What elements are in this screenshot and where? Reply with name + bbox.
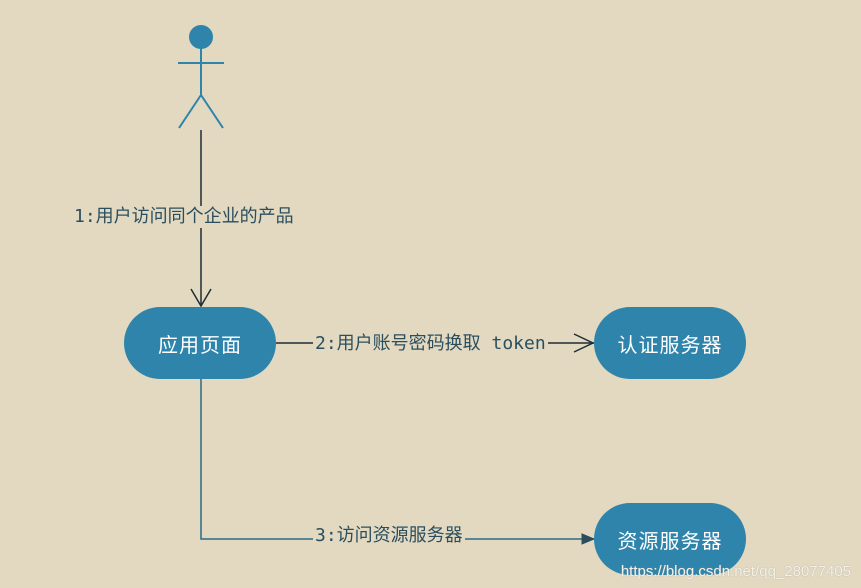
- actor-figure: [178, 25, 224, 129]
- node-auth-server: 认证服务器: [594, 307, 746, 379]
- message-label-2: 2:用户账号密码换取 token: [313, 333, 548, 355]
- message-label-1: 1:用户访问同个企业的产品: [74, 206, 294, 228]
- watermark-url: https://blog.csdn.net/qq_28077405: [620, 563, 851, 580]
- node-app-page: 应用页面: [124, 307, 276, 379]
- node-resource-server: 资源服务器: [594, 503, 746, 575]
- message-label-3: 3:访问资源服务器: [313, 525, 465, 547]
- connector-3: [200, 379, 596, 545]
